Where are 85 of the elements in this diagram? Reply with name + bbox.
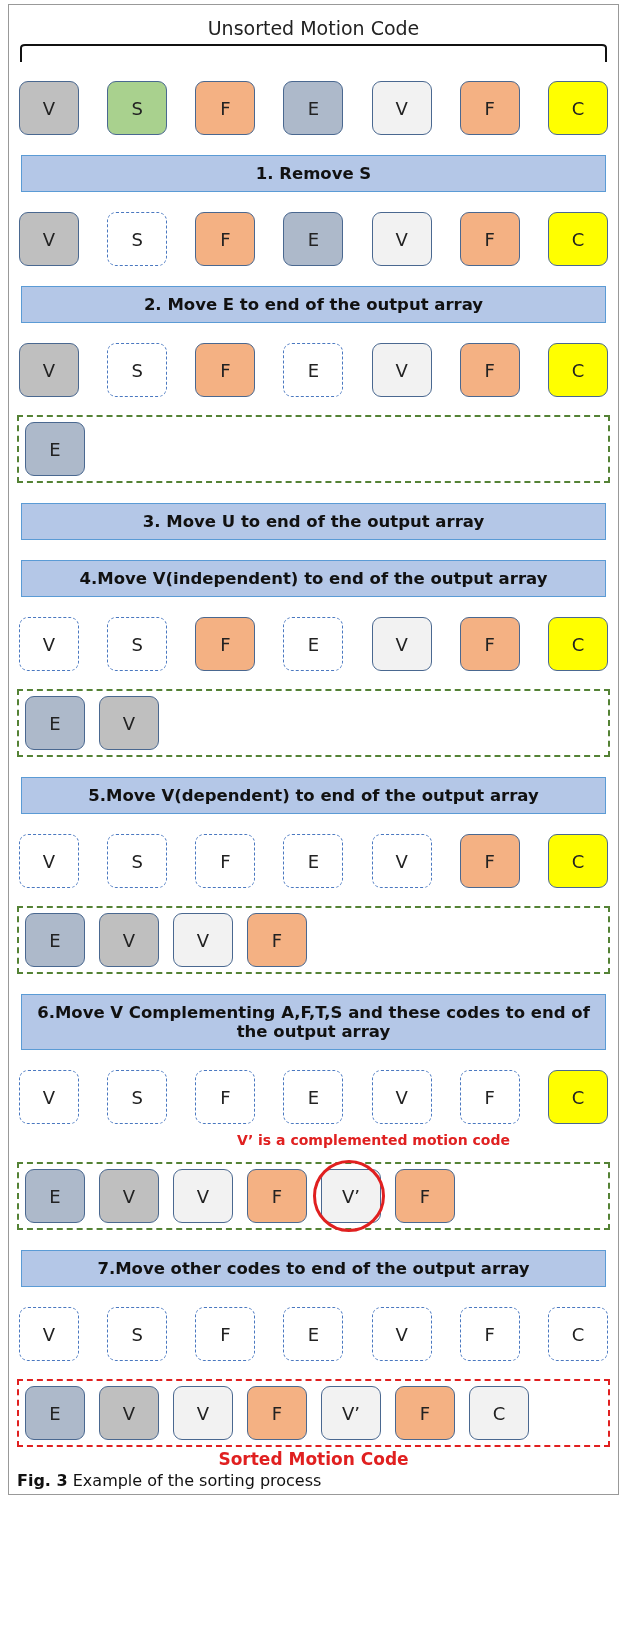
empty-code-slot: S	[107, 834, 168, 888]
motion-code-tile: V	[173, 1386, 233, 1440]
motion-code-tile: F	[459, 81, 520, 135]
step-banner: 1. Remove S	[21, 155, 606, 192]
motion-code-tile: V’	[321, 1386, 381, 1440]
motion-code-tile: F	[195, 617, 256, 671]
motion-code-tile: C	[547, 343, 608, 397]
motion-code-tile: F	[395, 1169, 455, 1223]
empty-code-slot: F	[195, 1070, 256, 1124]
motion-code-tile: E	[25, 1386, 85, 1440]
motion-code-tile: F	[195, 343, 256, 397]
step-banner: 4.Move V(independent) to end of the output array	[21, 560, 606, 597]
output-array-frame	[17, 1379, 610, 1447]
motion-code-tile: V	[173, 913, 233, 967]
motion-code-tile: V	[173, 1169, 233, 1223]
motion-code-tile: F	[247, 913, 307, 967]
empty-code-slot: E	[283, 834, 344, 888]
motion-code-tile: E	[25, 1169, 85, 1223]
step-banner: 2. Move E to end of the output array	[21, 286, 606, 323]
motion-code-tile: S	[107, 81, 168, 135]
motion-code-tile: V	[19, 81, 79, 135]
output-array-frame	[17, 415, 610, 483]
empty-code-slot: S	[107, 1070, 168, 1124]
note-text: V’ is a complemented motion code	[237, 1132, 510, 1148]
empty-code-slot: S	[107, 617, 168, 671]
empty-code-slot: V	[371, 1307, 432, 1361]
empty-code-slot: V	[19, 617, 79, 671]
motion-code-tile: F	[247, 1169, 307, 1223]
motion-code-tile: E	[283, 212, 344, 266]
empty-code-slot: C	[547, 1307, 608, 1361]
empty-code-slot: F	[459, 1307, 520, 1361]
empty-code-slot: V	[371, 1070, 432, 1124]
motion-code-tile: V	[371, 212, 432, 266]
motion-code-tile: V	[19, 343, 79, 397]
motion-code-tile: F	[459, 834, 520, 888]
motion-code-tile: V	[99, 1386, 159, 1440]
motion-code-tile: E	[283, 81, 344, 135]
result-text: Sorted Motion Code	[218, 1449, 409, 1469]
motion-code-tile: E	[25, 913, 85, 967]
step-banner: 3. Move U to end of the output array	[21, 503, 606, 540]
motion-code-tile: V’	[321, 1169, 381, 1223]
motion-code-tile: F	[395, 1386, 455, 1440]
motion-code-tile: F	[247, 1386, 307, 1440]
empty-code-slot: E	[283, 617, 344, 671]
motion-code-tile: V	[371, 81, 432, 135]
motion-code-tile: C	[469, 1386, 529, 1440]
empty-code-slot: V	[371, 834, 432, 888]
empty-code-slot: F	[195, 834, 256, 888]
empty-code-slot: F	[459, 1070, 520, 1124]
empty-code-slot: S	[107, 343, 168, 397]
step-banner: 7.Move other codes to end of the output array	[21, 1250, 606, 1287]
step-banner: 6.Move V Complementing A,F,T,S and these codes to end of the output array	[21, 994, 606, 1050]
empty-code-slot: S	[107, 212, 168, 266]
empty-code-slot: E	[283, 1070, 344, 1124]
caption-text: Fig. 3 Example of the sorting process	[17, 1471, 322, 1490]
output-array-frame	[17, 1162, 610, 1230]
motion-code-tile: F	[459, 343, 520, 397]
motion-code-tile: V	[371, 617, 432, 671]
output-array-frame	[17, 689, 610, 757]
motion-code-tile: F	[459, 212, 520, 266]
empty-code-slot: V	[19, 1307, 79, 1361]
empty-code-slot: V	[19, 1070, 79, 1124]
motion-code-tile: C	[547, 1070, 608, 1124]
motion-code-tile: C	[547, 212, 608, 266]
heading-text: Unsorted Motion Code	[207, 17, 420, 39]
motion-code-tile: C	[547, 834, 608, 888]
motion-code-tile: F	[195, 81, 256, 135]
motion-code-tile: V	[99, 696, 159, 750]
motion-code-tile: V	[19, 212, 79, 266]
motion-code-tile: F	[195, 212, 256, 266]
motion-code-tile: E	[25, 696, 85, 750]
motion-code-tile: V	[371, 343, 432, 397]
output-array-frame	[17, 906, 610, 974]
empty-code-slot: S	[107, 1307, 168, 1361]
empty-code-slot: E	[283, 1307, 344, 1361]
motion-code-tile: V	[99, 1169, 159, 1223]
empty-code-slot: E	[283, 343, 344, 397]
motion-code-tile: C	[547, 617, 608, 671]
empty-code-slot: V	[19, 834, 79, 888]
motion-code-tile: V	[99, 913, 159, 967]
motion-code-tile: C	[547, 81, 608, 135]
motion-code-tile: F	[459, 617, 520, 671]
step-banner: 5.Move V(dependent) to end of the output array	[21, 777, 606, 814]
motion-code-tile: E	[25, 422, 85, 476]
empty-code-slot: F	[195, 1307, 256, 1361]
